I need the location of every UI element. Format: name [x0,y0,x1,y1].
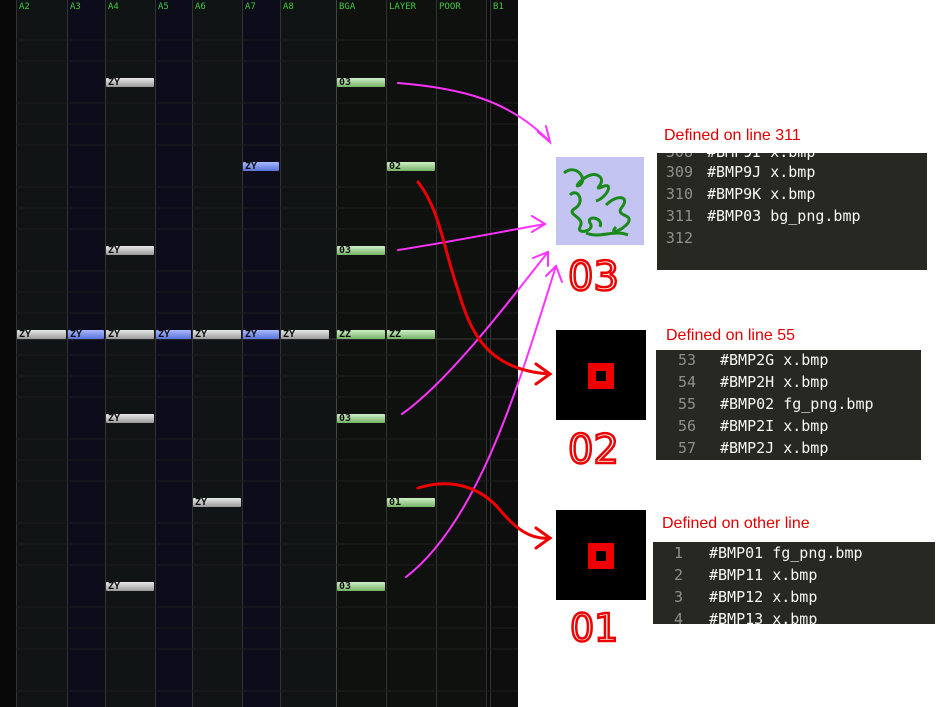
line-number: 4 [673,610,683,624]
lane-a8[interactable] [280,0,337,707]
arrowhead-icon [537,125,552,145]
note-a4[interactable]: ZY [106,78,154,87]
lane-gutter [0,0,16,707]
scribble-icon [563,168,631,237]
lane-header-a6: A6 [195,2,206,12]
note-a8[interactable]: ZY [281,330,329,339]
lane-header-a2: A2 [19,2,30,12]
lane-header-a8: A8 [283,2,294,12]
code-line: #BMP9I x.bmp [707,153,815,161]
arrowhead-icon [534,362,553,386]
line-number: 312 [665,229,693,247]
note-a4[interactable]: ZY [106,582,154,591]
lane-header-a3: A3 [70,2,81,12]
fg-image-thumbnail [556,510,646,600]
note-a4[interactable]: ZY [106,330,154,339]
line-number: 53 [677,351,696,369]
code-listing-02: 53 #BMP2G x.bmp 54 #BMP2H x.bmp 55 #BMP02 f… [656,350,921,460]
line-number: 56 [677,417,696,435]
arrowhead-icon [534,526,553,550]
code-listing-01: 1 #BMP01 fg_png.bmp 2 #BMP11 x.bmp 3 #BMP12… [653,542,935,624]
note-a5[interactable]: ZY [156,330,191,339]
lane-a6[interactable] [192,0,243,707]
note-bga[interactable]: 03 [337,414,385,423]
code-line: #BMP9K x.bmp [707,185,816,203]
lane-header-bga: BGA [339,2,356,12]
code-line: #BMP03 bg_png.bmp [707,207,861,225]
label-text: 03 [568,254,619,300]
line-number: 309 [665,163,693,181]
note-layer[interactable]: ZZ [387,330,435,339]
arrowhead-icon [531,215,547,233]
line-number: 55 [677,395,696,413]
lane-header-layer: LAYER [389,2,417,12]
label-text: 02 [568,427,619,473]
label-text: 01 [570,606,618,650]
note-bga[interactable]: ZZ [337,330,385,339]
fg-image-thumbnail [556,330,646,420]
lane-a5[interactable] [155,0,193,707]
note-a3[interactable]: ZY [68,330,104,339]
code-line: #BMP11 x.bmp [709,566,818,584]
note-a6[interactable]: ZY [193,330,241,339]
line-number: 308 [657,153,693,161]
lane-header-a4: A4 [108,2,119,12]
code-line: #BMP13 x.bmp [709,610,818,624]
code-listing-03: 308 #BMP9I x.bmp 309 #BMP9J x.bmp 310 #BMP9… [657,153,927,270]
red-square-icon [588,363,614,389]
code-line: #BMP01 fg_png.bmp [709,544,863,562]
lane-a7[interactable] [242,0,281,707]
arrowhead-icon [532,250,549,267]
note-a4[interactable]: ZY [106,246,154,255]
caption-03: Defined on line 311 [664,127,801,144]
handwritten-label-02: 02 [568,426,620,473]
lane-header-a5: A5 [158,2,169,12]
note-bga[interactable]: 03 [337,78,385,87]
arrowhead-icon [545,264,563,283]
line-number: 57 [677,439,696,457]
lane-header-b1: B1 [493,2,504,12]
line-number: 3 [673,588,683,606]
note-bga[interactable]: 03 [337,246,385,255]
code-line: #BMP2G x.bmp [720,351,829,369]
note-bga[interactable]: 03 [337,582,385,591]
lane-header-poor: POOR [439,2,461,12]
code-line: #BMP9J x.bmp [707,163,816,181]
code-line: #BMP2H x.bmp [720,373,829,391]
lane-a2[interactable] [16,0,68,707]
note-a7[interactable]: ZY [243,162,279,171]
note-layer[interactable]: 01 [387,498,435,507]
red-square-icon [588,543,614,569]
line-number: 1 [673,544,683,562]
lane-a3[interactable] [67,0,106,707]
code-line: #BMP12 x.bmp [709,588,818,606]
note-a7[interactable]: ZY [243,330,279,339]
handwritten-label-01: 01 [570,605,620,651]
grid-lines [16,39,518,692]
line-number: 311 [665,207,693,225]
bg-image-thumbnail [556,157,644,245]
line-number: 2 [673,566,683,584]
caption-01: Defined on other line [662,515,810,532]
code-line: #BMP02 fg_png.bmp [720,395,874,413]
code-line: #BMP2J x.bmp [720,439,829,457]
code-line: #BMP2I x.bmp [720,417,829,435]
bms-editor: A2 A3 A4 A5 A6 A7 A8 BGA LAYER POOR B1 Z… [0,0,518,707]
note-layer[interactable]: 02 [387,162,435,171]
lane-header-a7: A7 [245,2,256,12]
note-a4[interactable]: ZY [106,414,154,423]
note-a6[interactable]: ZY [193,498,241,507]
handwritten-label-03: 03 [568,253,620,300]
caption-02: Defined on line 55 [666,327,795,344]
line-number: 310 [665,185,693,203]
note-a2[interactable]: ZY [17,330,66,339]
line-number: 54 [677,373,696,391]
